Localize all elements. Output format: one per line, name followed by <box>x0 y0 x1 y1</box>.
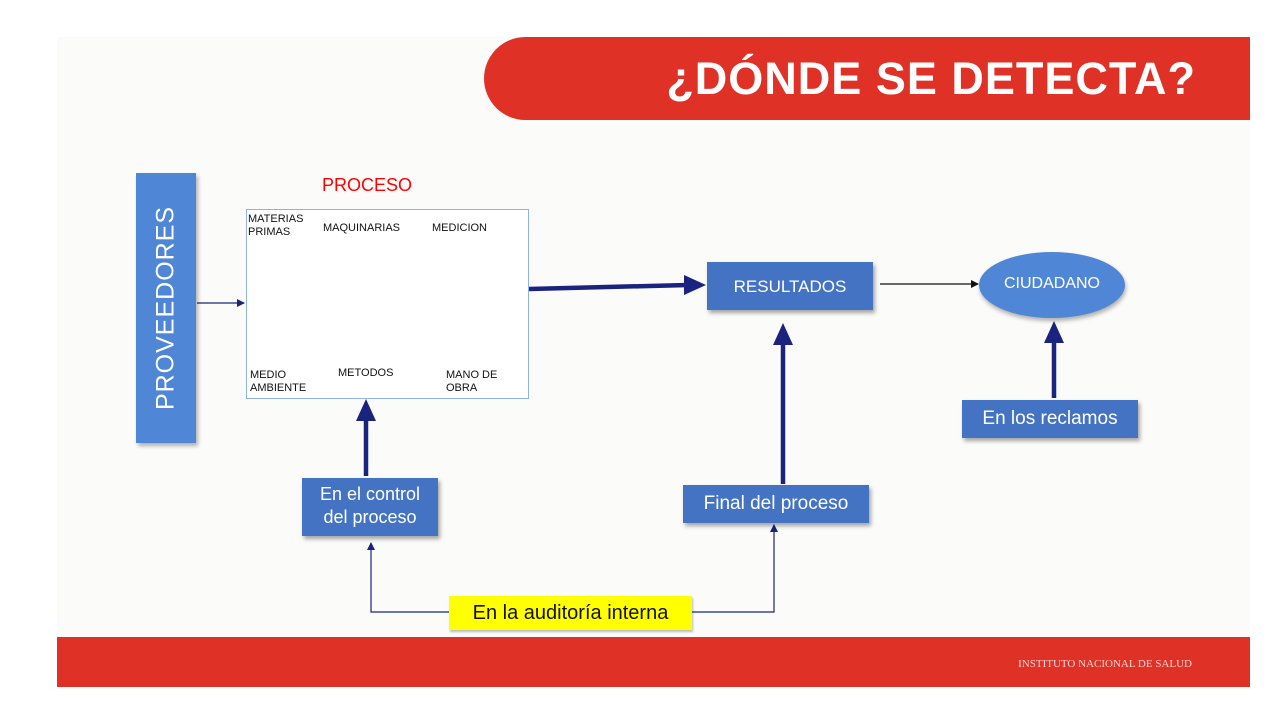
process-title: PROCESO <box>322 175 413 195</box>
internal-audit-label: En la auditoría interna <box>449 596 692 630</box>
fishbone-label-machinery: MAQUINARIAS <box>323 222 401 234</box>
footer-banner <box>57 637 1250 687</box>
citizen-ellipse: CIUDADANO <box>979 252 1125 318</box>
fishbone-label-measurement: MEDICION <box>432 222 487 234</box>
fishbone-label-methods: METODOS <box>338 367 394 379</box>
fishbone-label-raw-materials: MATERIAS PRIMAS <box>248 213 304 238</box>
title-banner <box>484 37 1250 120</box>
arrow-audit-to-control <box>367 542 449 613</box>
footer-institution: INSTITUTO NACIONAL DE SALUD <box>1018 658 1192 670</box>
arrow-control-to-process-head <box>356 399 376 421</box>
suppliers-bar <box>136 173 196 443</box>
arrow-complaints-to-citizen-head <box>1044 321 1064 343</box>
suppliers-label: PROVEEDORES <box>151 205 180 411</box>
process-control-box: En el control del proceso <box>302 478 438 536</box>
process-box <box>246 209 529 399</box>
results-box: RESULTADOS <box>707 262 873 310</box>
arrow-end-to-results-head <box>773 323 793 345</box>
arrow-audit-to-end <box>692 524 778 613</box>
slide-title: ¿DÓNDE SE DETECTA? <box>666 53 1196 104</box>
arrow-process-to-results-head <box>684 275 706 295</box>
fishbone-label-environment: MEDIO AMBIENTE <box>250 369 307 394</box>
complaints-box: En los reclamos <box>962 400 1138 438</box>
fishbone-label-labor: MANO DE OBRA <box>446 369 498 394</box>
arrow-process-to-results <box>528 282 689 292</box>
end-of-process-box: Final del proceso <box>683 485 869 523</box>
